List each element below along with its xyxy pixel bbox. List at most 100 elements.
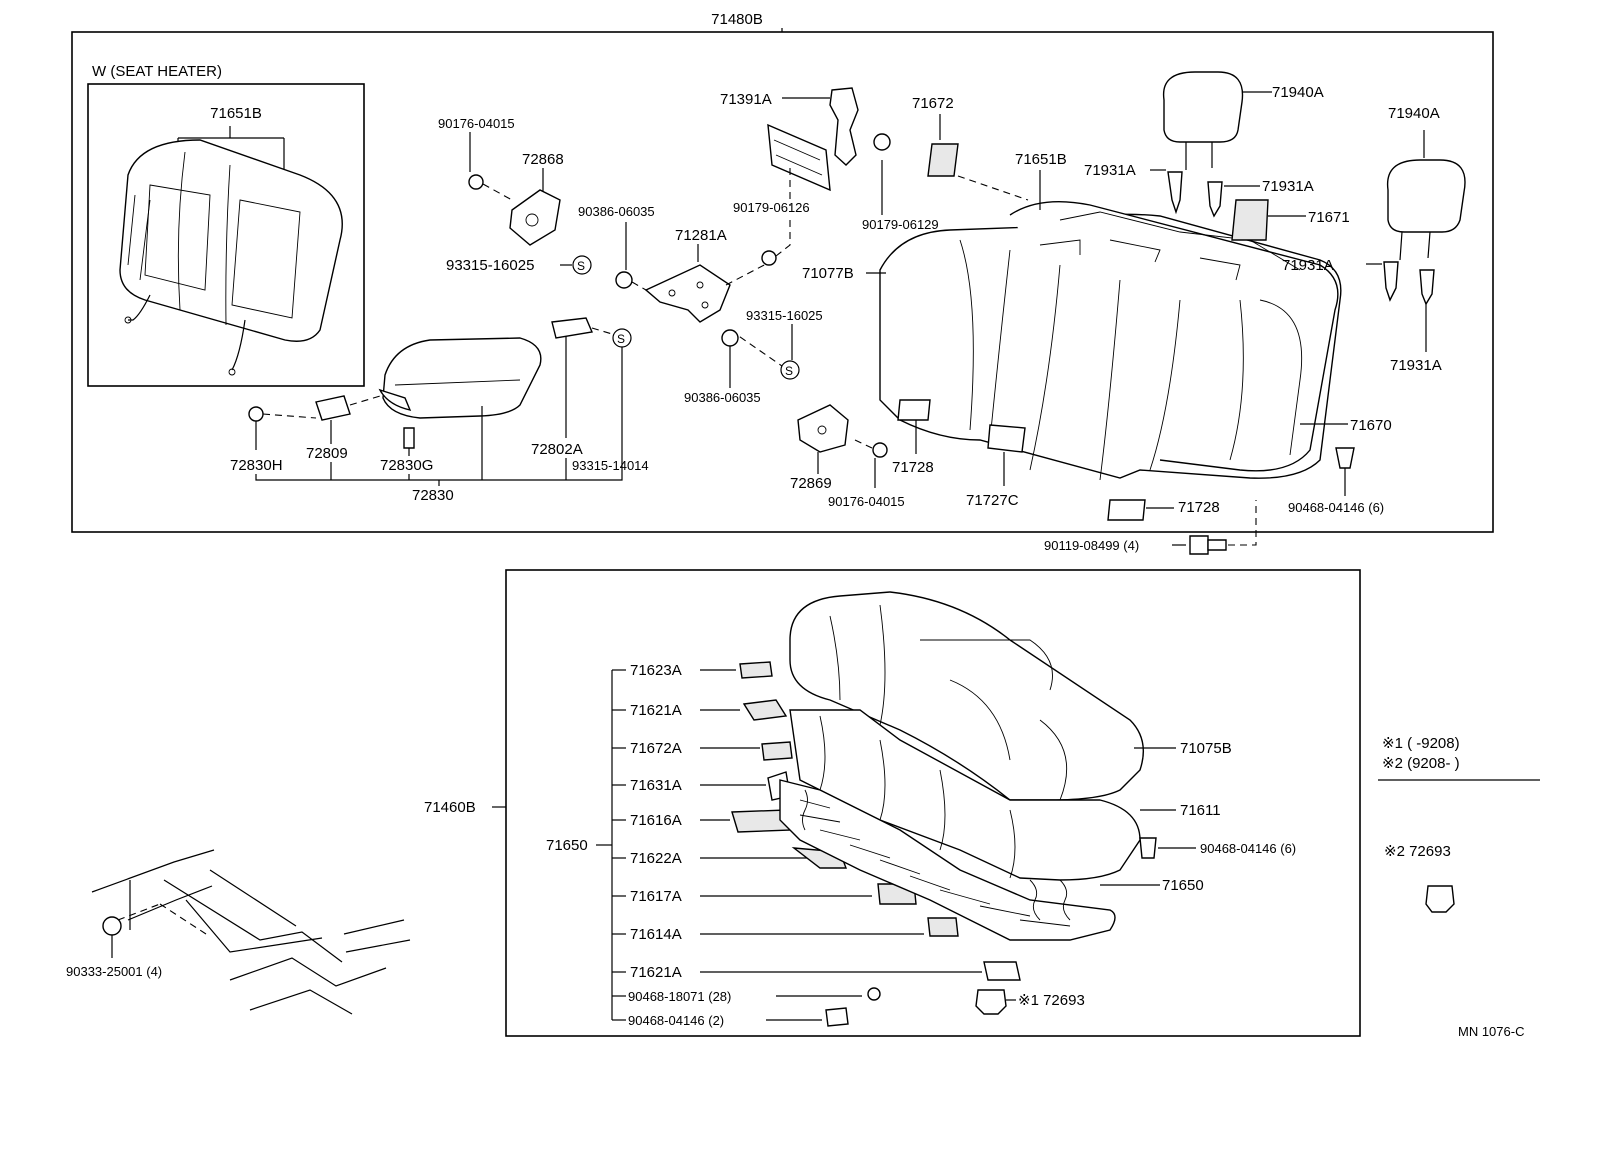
bolt-90176-04015-a: [468, 174, 513, 201]
support-71931A-d: [1419, 269, 1435, 306]
clip-90468-04146-c: [1139, 837, 1157, 859]
label-72869: 72869: [790, 475, 832, 492]
plate-72809: [315, 395, 351, 421]
label-71672A: 71672A: [630, 740, 682, 757]
upper-assembly-label: 71480B: [711, 11, 763, 28]
support-71931A-b: [1207, 181, 1223, 218]
bracket-71391A: [829, 87, 859, 166]
screw-72830G: [403, 427, 415, 449]
pad-71672: [927, 143, 959, 177]
label-90468-18071: 90468-18071 (28): [628, 989, 731, 1004]
armrest-hinge-72802A: [551, 317, 593, 339]
bolt-90119-08499: [1189, 535, 1209, 555]
clip-90468-04146-b: [825, 1007, 849, 1027]
label-90179-06129: 90179-06129: [862, 217, 939, 232]
nut-90386-06035-b: [721, 329, 739, 347]
nut-90386-06035-a: [615, 271, 633, 289]
note-1: ※1 ( -9208): [1382, 735, 1460, 752]
lower-assembly-label: 71460B: [424, 799, 476, 816]
label-90468-04146-6b: 90468-04146 (6): [1200, 841, 1296, 856]
support-71931A-a: [1167, 171, 1183, 215]
label-71650-left: 71650: [546, 837, 588, 854]
clip-90468-18071: [867, 987, 881, 1001]
label-71616A: 71616A: [630, 812, 682, 829]
diagram-code: MN 1076-C: [1458, 1024, 1524, 1039]
bracket-72869: [797, 404, 849, 453]
label-72802A: 72802A: [531, 441, 583, 458]
label-71623A: 71623A: [630, 662, 682, 679]
armrest-72830-drawing: [378, 337, 542, 419]
clip-90468-04146-a: [1335, 447, 1355, 469]
label-72830: 72830: [412, 487, 454, 504]
screw-72830H: [248, 406, 264, 422]
label-71621A-a: 71621A: [630, 702, 682, 719]
clip-90179-06129: [873, 133, 891, 151]
label-71931A-b: 71931A: [1262, 178, 1314, 195]
label-71727C: 71727C: [966, 492, 1019, 509]
support-71931A-c: [1383, 261, 1399, 302]
label-71728-b: 71728: [1178, 499, 1220, 516]
label-71281A: 71281A: [675, 227, 727, 244]
s-mark-icon: [572, 255, 592, 275]
seat-cushion-assembly-drawing: [779, 591, 1144, 941]
label-71931A-c: 71931A: [1282, 257, 1334, 274]
label-71931A-a: 71931A: [1084, 162, 1136, 179]
svg-text:S: S: [785, 364, 793, 378]
label-90179-06126: 90179-06126: [733, 200, 810, 215]
label-71622A: 71622A: [630, 850, 682, 867]
plate-71671: [1231, 199, 1269, 241]
label-71650-right: 71650: [1162, 877, 1204, 894]
label-71621A-b: 71621A: [630, 964, 682, 981]
label-72809: 72809: [306, 445, 348, 462]
label-71391A: 71391A: [720, 91, 772, 108]
label-90176-04015-a: 90176-04015: [438, 116, 515, 131]
seat-heater-inset-frame: [87, 83, 365, 387]
label-71931A-d: 71931A: [1390, 357, 1442, 374]
pad-71614A: [927, 917, 959, 937]
label-71631A: 71631A: [630, 777, 682, 794]
label-72693-2: ※2 72693: [1384, 843, 1451, 860]
pad-71621A-a: [742, 699, 788, 721]
label-71611: 71611: [1180, 802, 1221, 819]
bracket-72868: [509, 189, 561, 246]
plug-90333-25001: [102, 916, 122, 936]
seat-heater-pad-drawing: [119, 139, 343, 376]
label-71940A-a: 71940A: [1272, 84, 1324, 101]
label-71651B-inset: 71651B: [210, 105, 262, 122]
label-93315-16025-a: 93315-16025: [446, 257, 534, 274]
cushion-parts-callouts: 71623A 71621A 71672A 71631A 71616A 71622…: [612, 662, 982, 1028]
headrest-71940A-a: [1162, 71, 1244, 143]
clip-72693-2: [1425, 885, 1455, 913]
pad-71623A: [739, 661, 773, 679]
note-2: ※2 (9208- ): [1382, 755, 1460, 772]
clip-72693-1: [975, 989, 1007, 1015]
label-72868: 72868: [522, 151, 564, 168]
label-72830G: 72830G: [380, 457, 433, 474]
label-90468-04146-2: 90468-04146 (2): [628, 1013, 724, 1028]
seat-heater-inset-title: W (SEAT HEATER): [92, 63, 222, 80]
label-71614A: 71614A: [630, 926, 682, 943]
bolt-90176-04015-b: [872, 442, 888, 458]
clip-90179-06126: [761, 250, 777, 266]
plate-71391A: [767, 123, 831, 192]
label-90119-08499: 90119-08499 (4): [1044, 538, 1139, 553]
label-72693-1: ※1 72693: [1018, 992, 1085, 1009]
label-71671: 71671: [1308, 209, 1350, 226]
label-71670: 71670: [1350, 417, 1392, 434]
label-71651B: 71651B: [1015, 151, 1067, 168]
label-90386-06035-a: 90386-06035: [578, 204, 655, 219]
headrest-71940A-b: [1386, 159, 1466, 233]
pad-71672A: [761, 741, 793, 761]
hinge-71281A: [644, 264, 731, 323]
label-93315-16025-b: 93315-16025: [746, 308, 823, 323]
svg-text:S: S: [577, 259, 585, 273]
label-93315-14014: 93315-14014: [572, 458, 649, 473]
label-71075B: 71075B: [1180, 740, 1232, 757]
seatback-assembly-drawing: [879, 201, 1342, 521]
label-90386-06035-b: 90386-06035: [684, 390, 761, 405]
label-90333-25001: 90333-25001 (4): [66, 964, 162, 979]
lower-assembly-frame: [505, 569, 1361, 1037]
label-71728-a: 71728: [892, 459, 934, 476]
svg-text:S: S: [617, 332, 625, 346]
